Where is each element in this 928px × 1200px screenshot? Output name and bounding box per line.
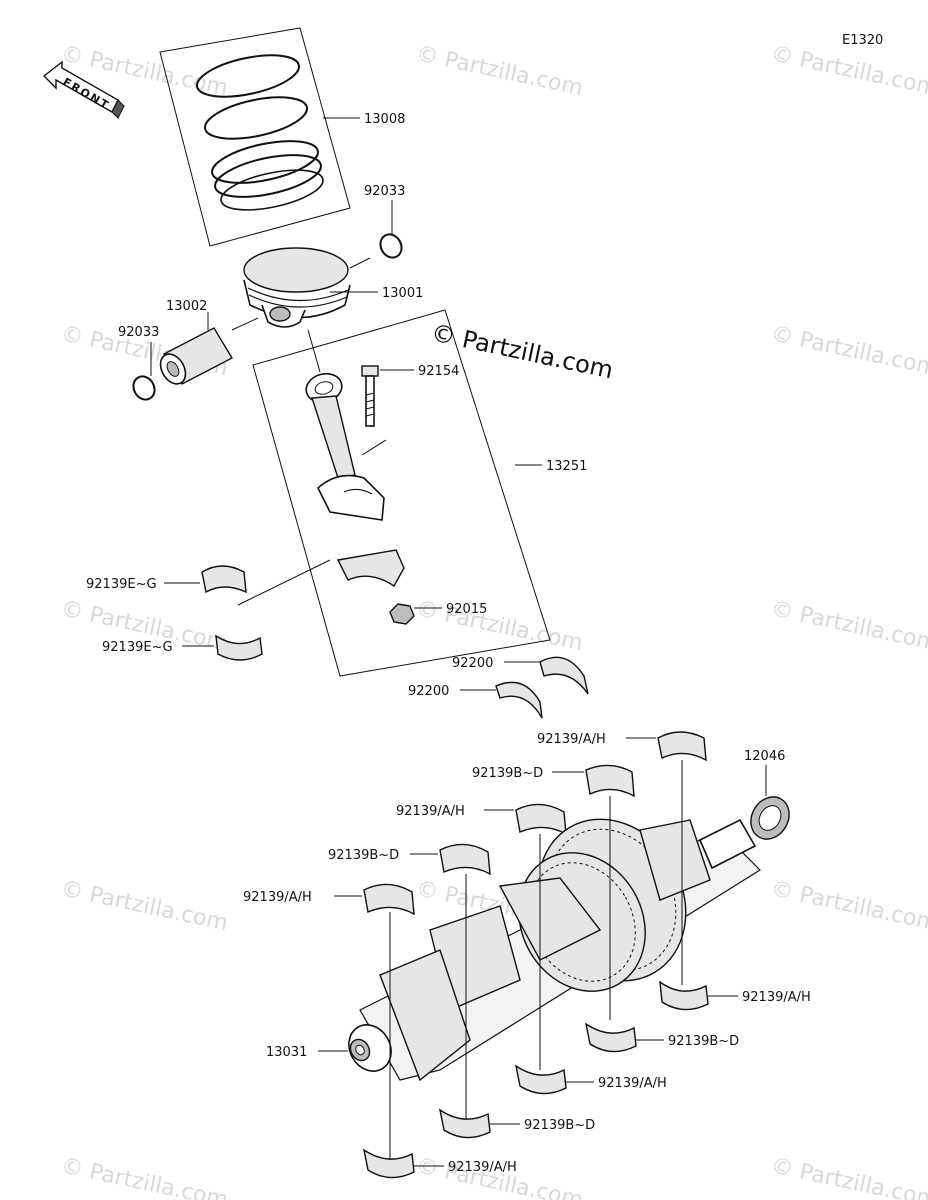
thrust-washer-92200-a[interactable] [539, 656, 589, 695]
part-label-92139-a-h-6[interactable]: 92139/A/H [448, 1160, 517, 1175]
main-bearing-lower-5[interactable] [362, 1148, 415, 1179]
main-bearing-lower-2[interactable] [584, 1022, 637, 1053]
part-label-92139-a-h-4[interactable]: 92139/A/H [742, 990, 811, 1005]
crankshaft-13031[interactable] [341, 792, 761, 1082]
watermark: © Partzilla.com [769, 41, 928, 101]
part-label-92139-a-h-3[interactable]: 92139/A/H [243, 890, 312, 905]
main-bearing-lower-4[interactable] [438, 1108, 491, 1139]
snap-ring-92033[interactable] [376, 231, 405, 262]
watermark: © Partzilla.com [59, 1153, 230, 1200]
part-label-92139-a-h-2[interactable]: 92139/A/H [396, 804, 465, 819]
main-bearing-4[interactable] [439, 843, 491, 876]
main-bearing-2[interactable] [585, 764, 635, 798]
main-bearing-lower-1[interactable] [659, 980, 709, 1011]
rod-cap[interactable] [336, 549, 405, 588]
watermark: © Partzilla.com [59, 876, 230, 936]
main-bearing-lower-3[interactable] [514, 1064, 567, 1095]
part-label-92139b-d-4[interactable]: 92139B~D [524, 1118, 595, 1133]
watermark: © Partzilla.com [414, 41, 585, 101]
main-bearing-5[interactable] [363, 883, 415, 916]
part-label-13001[interactable]: 13001 [382, 286, 423, 301]
rod-bearing-upper[interactable] [201, 565, 247, 594]
thrust-washer-92200-b[interactable] [495, 681, 543, 719]
connecting-rod-box [252, 309, 551, 677]
part-label-13251[interactable]: 13251 [546, 459, 587, 474]
part-label-92139e-g-2[interactable]: 92139E~G [102, 640, 173, 655]
piston-13001[interactable] [243, 247, 351, 328]
part-label-12046[interactable]: 12046 [744, 749, 785, 764]
part-label-13031[interactable]: 13031 [266, 1045, 307, 1060]
watermark: © Partzilla.com [769, 596, 928, 656]
main-bearing-1[interactable] [657, 731, 707, 762]
snap-ring-92033-left[interactable] [129, 373, 158, 404]
part-label-92139b-d-3[interactable]: 92139B~D [668, 1034, 739, 1049]
rod-bearing-lower[interactable] [215, 634, 263, 661]
piston-rings-13008[interactable] [159, 27, 351, 247]
nut-92015[interactable] [389, 603, 415, 625]
part-label-92139b-d-2[interactable]: 92139B~D [328, 848, 399, 863]
part-label-92033-top[interactable]: 92033 [364, 184, 405, 199]
part-label-92139b-d-1[interactable]: 92139B~D [472, 766, 543, 781]
part-label-92200-a[interactable]: 92200 [452, 656, 493, 671]
piston-pin-13002[interactable] [155, 327, 233, 388]
part-label-92139e-g-1[interactable]: 92139E~G [86, 577, 157, 592]
part-label-13002[interactable]: 13002 [166, 299, 207, 314]
needle-bearing-12046[interactable] [743, 790, 796, 846]
part-label-92139-a-h-5[interactable]: 92139/A/H [598, 1076, 667, 1091]
part-label-92015[interactable]: 92015 [446, 602, 487, 617]
watermark: © Partzilla.com [769, 321, 928, 381]
part-label-92033-left[interactable]: 92033 [118, 325, 159, 340]
connecting-rod-13251[interactable] [303, 370, 385, 521]
diagram-code: E1320 [842, 33, 883, 48]
part-label-13008[interactable]: 13008 [364, 112, 405, 127]
watermark: © Partzilla.com [769, 1153, 928, 1200]
main-bearing-3[interactable] [515, 803, 567, 836]
part-label-92154[interactable]: 92154 [418, 364, 459, 379]
part-label-92139-a-h-1[interactable]: 92139/A/H [537, 732, 606, 747]
watermark: © Partzilla.com [769, 876, 928, 936]
watermark: © Partzilla.com [414, 596, 585, 656]
part-label-92200-b[interactable]: 92200 [408, 684, 449, 699]
bolt-92154[interactable] [361, 365, 379, 427]
